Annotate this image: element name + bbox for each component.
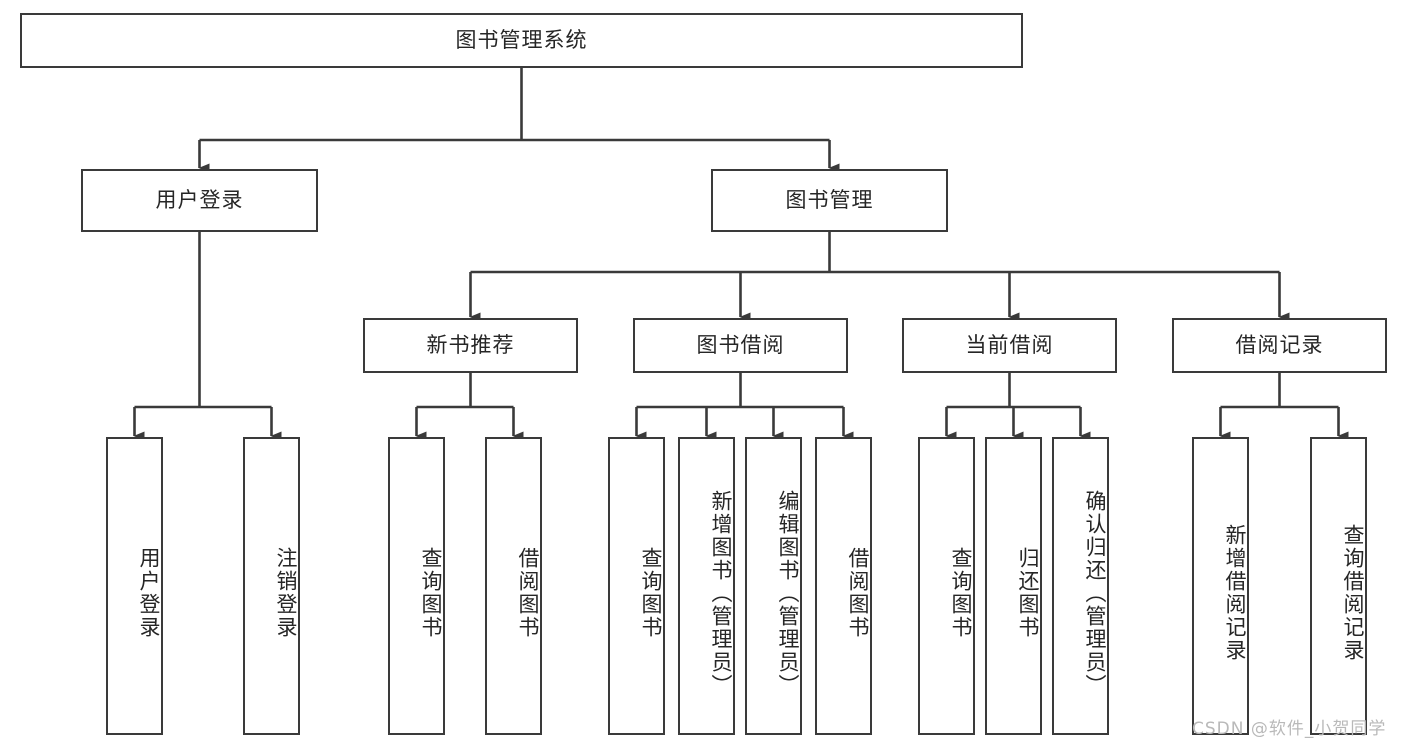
node-label: 查询图书 xyxy=(639,547,663,639)
node-label: 图书管理系统 xyxy=(455,27,588,52)
node-label: 借阅图书 xyxy=(846,547,870,639)
node-label: 注销登录 xyxy=(274,547,298,639)
node-label: 新增图书（管理员） xyxy=(709,489,733,697)
node-label: 当前借阅 xyxy=(965,332,1054,357)
node-leaf-user-login[interactable]: 用户登录 xyxy=(106,437,163,735)
node-label: 图书管理 xyxy=(785,187,874,212)
node-current-borrow[interactable]: 当前借阅 xyxy=(902,318,1117,373)
node-label: 新书推荐 xyxy=(426,332,515,357)
node-leaf-confirm-return-admin[interactable]: 确认归还（管理员） xyxy=(1052,437,1109,735)
node-book-manage[interactable]: 图书管理 xyxy=(711,169,948,232)
node-root[interactable]: 图书管理系统 xyxy=(20,13,1023,68)
node-leaf-borrow-book-rec[interactable]: 借阅图书 xyxy=(485,437,542,735)
node-label: 归还图书 xyxy=(1016,547,1040,639)
node-leaf-add-book-admin[interactable]: 新增图书（管理员） xyxy=(678,437,735,735)
node-label: 新增借阅记录 xyxy=(1223,524,1247,662)
node-leaf-query-book-rec[interactable]: 查询图书 xyxy=(388,437,445,735)
node-leaf-add-borrow-record[interactable]: 新增借阅记录 xyxy=(1192,437,1249,735)
node-label: 确认归还（管理员） xyxy=(1083,489,1107,697)
node-label: 图书借阅 xyxy=(696,332,785,357)
node-book-borrow[interactable]: 图书借阅 xyxy=(633,318,848,373)
node-leaf-edit-book-admin[interactable]: 编辑图书（管理员） xyxy=(745,437,802,735)
node-user-login[interactable]: 用户登录 xyxy=(81,169,318,232)
node-leaf-return-book[interactable]: 归还图书 xyxy=(985,437,1042,735)
node-leaf-query-book-borrow[interactable]: 查询图书 xyxy=(608,437,665,735)
node-leaf-logout-login[interactable]: 注销登录 xyxy=(243,437,300,735)
node-label: 查询借阅记录 xyxy=(1341,524,1365,662)
node-label: 编辑图书（管理员） xyxy=(776,489,800,697)
node-label: 查询图书 xyxy=(419,547,443,639)
node-leaf-borrow-book[interactable]: 借阅图书 xyxy=(815,437,872,735)
node-label: 用户登录 xyxy=(155,187,244,212)
node-label: 用户登录 xyxy=(137,547,161,639)
node-label: 借阅图书 xyxy=(516,547,540,639)
node-label: 查询图书 xyxy=(949,547,973,639)
node-label: 借阅记录 xyxy=(1235,332,1324,357)
node-leaf-query-borrow-record[interactable]: 查询借阅记录 xyxy=(1310,437,1367,735)
node-borrow-record[interactable]: 借阅记录 xyxy=(1172,318,1387,373)
node-leaf-query-book-cur[interactable]: 查询图书 xyxy=(918,437,975,735)
node-new-book-recommend[interactable]: 新书推荐 xyxy=(363,318,578,373)
